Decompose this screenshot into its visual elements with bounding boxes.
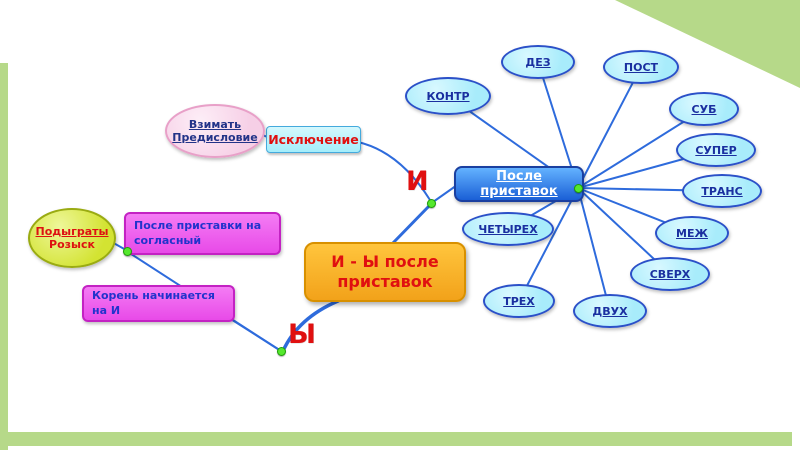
after-prefixes-label: После приставок — [480, 169, 558, 199]
branch-point-i[interactable] — [427, 199, 436, 208]
exception-examples-node[interactable]: Взимать Предисловие — [165, 104, 265, 158]
left-border-decoration — [0, 63, 8, 450]
prefix-node-mezh[interactable]: МЕЖ — [655, 216, 729, 250]
prefix-node-sverh[interactable]: СВЕРХ — [630, 257, 710, 291]
prefix-node-treh[interactable]: ТРЕХ — [483, 284, 555, 318]
prefix-label: МЕЖ — [676, 226, 708, 240]
branch-letter-y[interactable]: Ы — [288, 319, 316, 350]
exception-node[interactable]: Исключение — [266, 126, 361, 153]
y-examples-node[interactable]: Подыграты Розыск — [28, 208, 116, 268]
prefix-label: КОНТР — [426, 89, 470, 103]
prefix-node-kontr[interactable]: КОНТР — [405, 77, 491, 115]
prefix-node-super[interactable]: СУПЕР — [676, 133, 756, 167]
prefix-node-chetyreh[interactable]: ЧЕТЫРЕХ — [462, 212, 554, 246]
branch-letter-i[interactable]: И — [406, 166, 429, 197]
prefix-node-post[interactable]: ПОСТ — [603, 50, 679, 84]
prefix-label: ЧЕТЫРЕХ — [478, 222, 538, 236]
prefix-label: СУПЕР — [695, 143, 737, 157]
prefix-node-dez[interactable]: ДЕЗ — [501, 45, 575, 79]
prefix-label: ТРЕХ — [503, 294, 535, 308]
prefix-node-sub[interactable]: СУБ — [669, 92, 739, 126]
consonant-rule-label: После приставки на согласный — [134, 219, 262, 247]
branch-point-after-prefixes[interactable] — [574, 184, 583, 193]
exception-label: Исключение — [268, 132, 359, 147]
bottom-border-decoration — [8, 432, 792, 446]
after-prefixes-node[interactable]: После приставок — [454, 166, 584, 202]
prefix-node-trans[interactable]: ТРАНС — [682, 174, 762, 208]
prefix-label: ДВУХ — [592, 304, 628, 318]
prefix-label: СВЕРХ — [649, 267, 691, 281]
prefix-node-dvuh[interactable]: ДВУХ — [573, 294, 647, 328]
prefix-label: ПОСТ — [623, 60, 659, 74]
exception-example: Взимать — [188, 118, 242, 131]
consonant-rule-node[interactable]: После приставки на согласный — [124, 212, 281, 255]
root-rule-node[interactable]: Корень начинается на И — [82, 285, 235, 322]
branch-point-consonant-rule[interactable] — [123, 247, 132, 256]
root-rule-label: Корень начинается на И — [92, 289, 215, 317]
central-topic-label: И - Ы после приставок — [331, 252, 439, 291]
y-example: Подыграты — [35, 225, 109, 238]
exception-example: Предисловие — [172, 131, 258, 144]
branch-point-y[interactable] — [277, 347, 286, 356]
prefix-label: СУБ — [691, 102, 717, 116]
y-example: Розыск — [49, 238, 95, 251]
prefix-label: ТРАНС — [701, 184, 743, 198]
prefix-label: ДЕЗ — [525, 55, 551, 69]
central-topic[interactable]: И - Ы после приставок — [304, 242, 466, 302]
